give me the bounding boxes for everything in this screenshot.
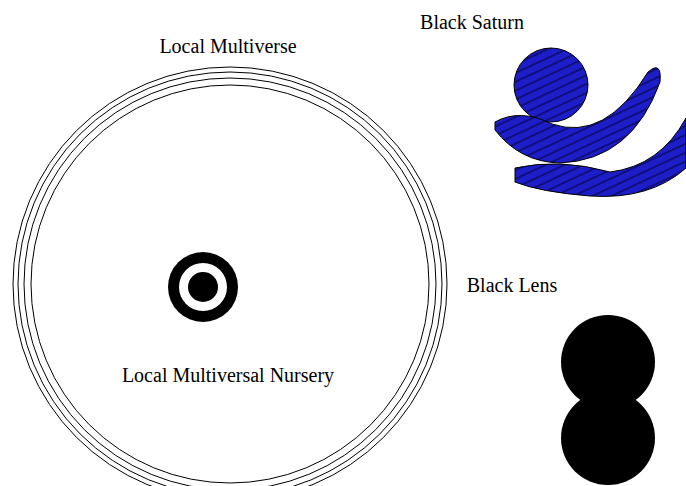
multiverse-region: Local MultiverseLocal Multiversal Nurser… [10,28,452,486]
nursery-region: Local Multiversal Nursery [100,250,360,390]
node-label: Local Multiverse [159,34,296,58]
black-saturn [495,48,686,196]
multiverse-rings [13,67,447,486]
node-label: Black Lens [467,273,558,297]
node-label: Local Multiversal Nursery [122,363,334,387]
nursery-target [168,252,238,322]
black-lens-region: Black Lens [465,268,680,486]
black-saturn-region: Black Saturn [405,5,686,200]
node-label: Black Saturn [420,10,524,34]
black-lens [561,315,655,485]
